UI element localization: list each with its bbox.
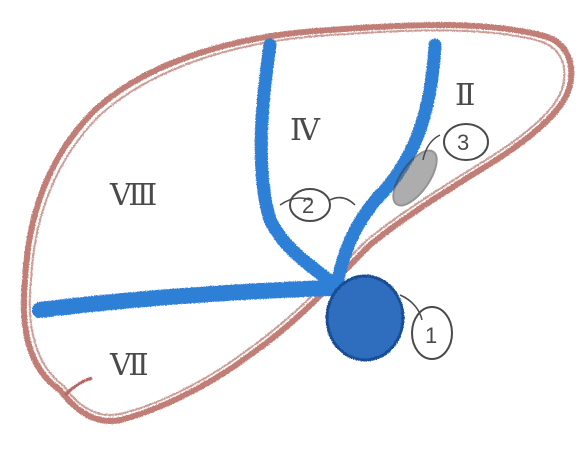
segment-label-iv: Ⅳ	[290, 114, 321, 147]
segment-label-viii: Ⅷ	[109, 179, 158, 212]
marker-2-label: 2	[302, 193, 314, 218]
marker-1: 1	[400, 295, 452, 359]
vein-left	[40, 288, 330, 310]
segment-label-vii: Ⅶ	[109, 349, 150, 382]
marker-2: 2	[280, 189, 355, 221]
marker-3-label: 3	[457, 130, 469, 155]
hepatic-veins	[40, 45, 435, 360]
segment-label-ii: Ⅱ	[455, 79, 476, 112]
vein-middle	[261, 45, 335, 285]
marker-1-label: 1	[425, 323, 437, 348]
liver-outline	[24, 25, 571, 421]
